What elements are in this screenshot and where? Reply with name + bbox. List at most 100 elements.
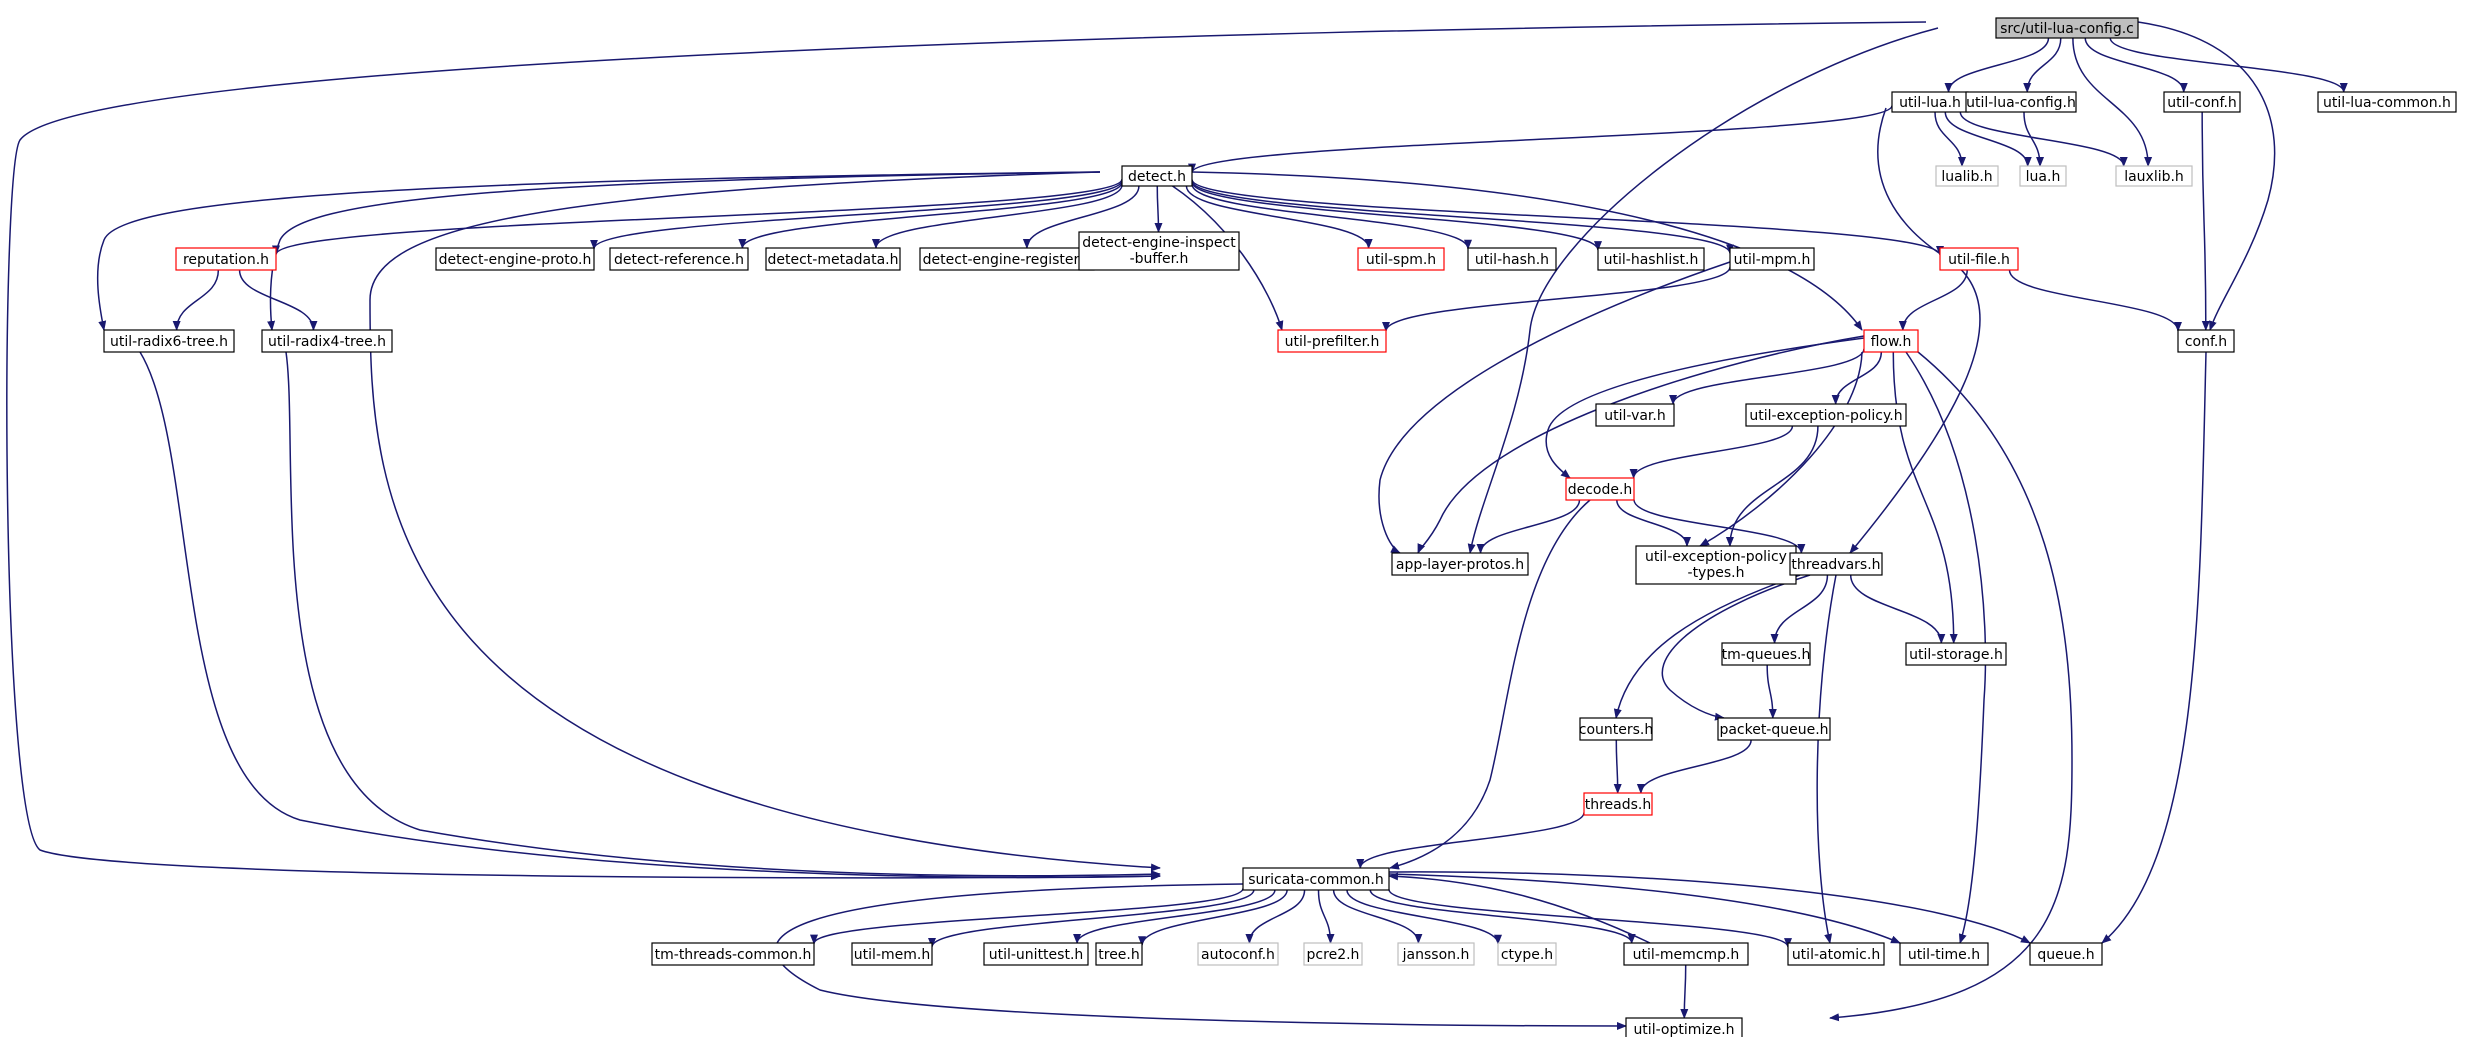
node-lauxlib-h: lauxlib.h	[2115, 165, 2193, 187]
node-queue-h[interactable]: queue.h	[2029, 942, 2103, 966]
node-counters-h[interactable]: counters.h	[1579, 717, 1653, 741]
edge-flow_h-to-app_layer_protos_h	[1417, 335, 1865, 554]
node-box	[2317, 91, 2457, 113]
node-util-spm-h[interactable]: util-spm.h	[1357, 247, 1445, 271]
node-util-time-h[interactable]: util-time.h	[1899, 942, 1989, 966]
node-util-file-h[interactable]: util-file.h	[1939, 247, 2019, 271]
node-util-exception-policy-types-h[interactable]: util-exception-policy-types.h	[1635, 545, 1797, 585]
node-threadvars-h[interactable]: threadvars.h	[1789, 552, 1883, 576]
node-util-memcmp-h[interactable]: util-memcmp.h	[1623, 942, 1749, 966]
node-label: util-time.h	[1908, 947, 1980, 963]
node-label: threadvars.h	[1791, 557, 1880, 573]
node-util-hash-h[interactable]: util-hash.h	[1467, 247, 1557, 271]
edge-detect_h-to-detect_reference_h	[738, 181, 1123, 249]
node-autoconf-h: autoconf.h	[1197, 942, 1279, 966]
node-label: tm-queues.h	[1722, 647, 1811, 663]
node-label: util-exception-policy	[1645, 549, 1787, 565]
edge-detect_h-to-detect_metadata_h	[872, 184, 1123, 249]
edge-threads_h-to-suricata_common_h	[1356, 812, 1585, 869]
edge-detect_h-to-detect_engine_inspect_buffer_h	[1154, 185, 1163, 233]
edge-threadvars_h-to-packet_queue_h	[1661, 574, 1811, 721]
node-label: util-conf.h	[2167, 95, 2237, 111]
edge-decode_h-to-app_layer_protos_h	[1476, 499, 1581, 554]
node-label: util-atomic.h	[1792, 947, 1880, 963]
edge-threadvars_h-to-util_storage_h	[1849, 574, 1946, 644]
node-conf-h[interactable]: conf.h	[2177, 329, 2235, 353]
node-box	[1721, 642, 1811, 666]
edge-util_radix4_tree_h-to-suricata_common_h	[285, 351, 1161, 879]
node-util-lua-config-h[interactable]: util-lua-config.h	[1965, 91, 2077, 113]
node-util-radix4-tree-h[interactable]: util-radix4-tree.h	[261, 329, 393, 353]
node-box	[1623, 942, 1749, 966]
node-tm-queues-h[interactable]: tm-queues.h	[1721, 642, 1811, 666]
node-util-exception-policy-h[interactable]: util-exception-policy.h	[1745, 403, 1907, 427]
node-app-layer-protos-h[interactable]: app-layer-protos.h	[1391, 552, 1529, 576]
node-label: util-mpm.h	[1734, 252, 1811, 268]
node-util-var-h[interactable]: util-var.h	[1595, 403, 1675, 427]
node-label: tree.h	[1098, 947, 1140, 963]
node-box	[1095, 942, 1143, 966]
node-util-mem-h[interactable]: util-mem.h	[851, 942, 933, 966]
node-label: queue.h	[2037, 947, 2094, 963]
node-detect-h[interactable]: detect.h	[1121, 165, 1193, 187]
node-util-hashlist-h[interactable]: util-hashlist.h	[1597, 247, 1705, 271]
node-box	[2115, 165, 2193, 187]
node-label: util-file.h	[1948, 252, 2010, 268]
node-decode-h[interactable]: decode.h	[1565, 477, 1635, 501]
edge-suricata_common_h-to-ctype_h	[1346, 889, 1502, 945]
node-box	[1357, 247, 1445, 271]
edge-packet_queue_h-to-threads_h	[1636, 739, 1752, 794]
node-label: util-lua-config.h	[1966, 95, 2076, 111]
node-util-atomic-h[interactable]: util-atomic.h	[1787, 942, 1885, 966]
edge-decode_h-to-suricata_common_h	[1389, 499, 1591, 870]
edge-counters_h-to-threads_h	[1613, 739, 1622, 794]
node-label: util-mem.h	[854, 947, 930, 963]
node-util-conf-h[interactable]: util-conf.h	[2163, 91, 2241, 113]
node-label: lauxlib.h	[2124, 169, 2184, 185]
node-util-lua-common-h[interactable]: util-lua-common.h	[2317, 91, 2457, 113]
node-box	[1303, 942, 1363, 966]
node-util-unittest-h[interactable]: util-unittest.h	[983, 942, 1089, 966]
node-util-prefilter-h[interactable]: util-prefilter.h	[1277, 329, 1387, 353]
node-box	[1995, 17, 2139, 39]
node-packet-queue-h[interactable]: packet-queue.h	[1717, 717, 1831, 741]
node-detect-engine-register-h[interactable]: detect-engine-register.h	[919, 247, 1095, 271]
node-tree-h[interactable]: tree.h	[1095, 942, 1143, 966]
node-label: util-radix4-tree.h	[268, 334, 386, 350]
edge-flow_h-to-util_storage_h	[1892, 351, 1958, 644]
node-box	[1277, 329, 1387, 353]
node-util-lua-h[interactable]: util-lua.h	[1891, 91, 1969, 113]
node-box	[1497, 942, 1557, 966]
node-util-radix6-tree-h[interactable]: util-radix6-tree.h	[103, 329, 235, 353]
node-detect-metadata-h[interactable]: detect-metadata.h	[765, 247, 901, 271]
node-box	[2163, 91, 2241, 113]
node-jansson-h: jansson.h	[1397, 942, 1475, 966]
node-box	[2019, 165, 2067, 187]
edge-util_exception_policy_h-to-util_exception_policy_types_h	[1725, 425, 1819, 547]
node-label: detect-engine-register.h	[923, 252, 1092, 268]
node-util-optimize-h[interactable]: util-optimize.h	[1625, 1017, 1743, 1037]
node-detect-reference-h[interactable]: detect-reference.h	[609, 247, 749, 271]
node-root[interactable]: src/util-lua-config.c	[1995, 17, 2139, 39]
edge-decode_h-to-util_exception_policy_types_h	[1616, 499, 1691, 547]
node-detect-engine-inspect-buffer-h[interactable]: detect-engine-inspect-buffer.h	[1078, 231, 1240, 271]
node-box	[651, 942, 815, 966]
node-reputation-h[interactable]: reputation.h	[175, 247, 277, 271]
node-flow-h[interactable]: flow.h	[1863, 329, 1919, 353]
node-suricata-common-h[interactable]: suricata-common.h	[1242, 867, 1390, 891]
node-threads-h[interactable]: threads.h	[1583, 792, 1653, 816]
edge-suricata_common_h-to-tree_h	[1138, 889, 1288, 947]
node-box	[1583, 792, 1653, 816]
edge-root-to-util_lua_h	[1944, 37, 2050, 93]
node-util-mpm-h[interactable]: util-mpm.h	[1729, 247, 1815, 271]
node-detect-engine-proto-h[interactable]: detect-engine-proto.h	[435, 247, 595, 271]
edge-util_mpm_h-to-util_prefilter_h	[1382, 266, 1731, 332]
node-tm-threads-common-h[interactable]: tm-threads-common.h	[651, 942, 815, 966]
edge-root-to-suricata_common_h	[6, 21, 1927, 881]
edge-util_lua_config_h-to-lua_h	[2023, 111, 2045, 167]
edge-util_memcmp_h-to-suricata_common_h	[1388, 872, 1651, 944]
node-lua-h: lua.h	[2019, 165, 2067, 187]
edge-util_radix6_tree_h-to-suricata_common_h	[139, 351, 1161, 881]
node-util-storage-h[interactable]: util-storage.h	[1905, 642, 2007, 666]
node-box	[609, 247, 749, 271]
